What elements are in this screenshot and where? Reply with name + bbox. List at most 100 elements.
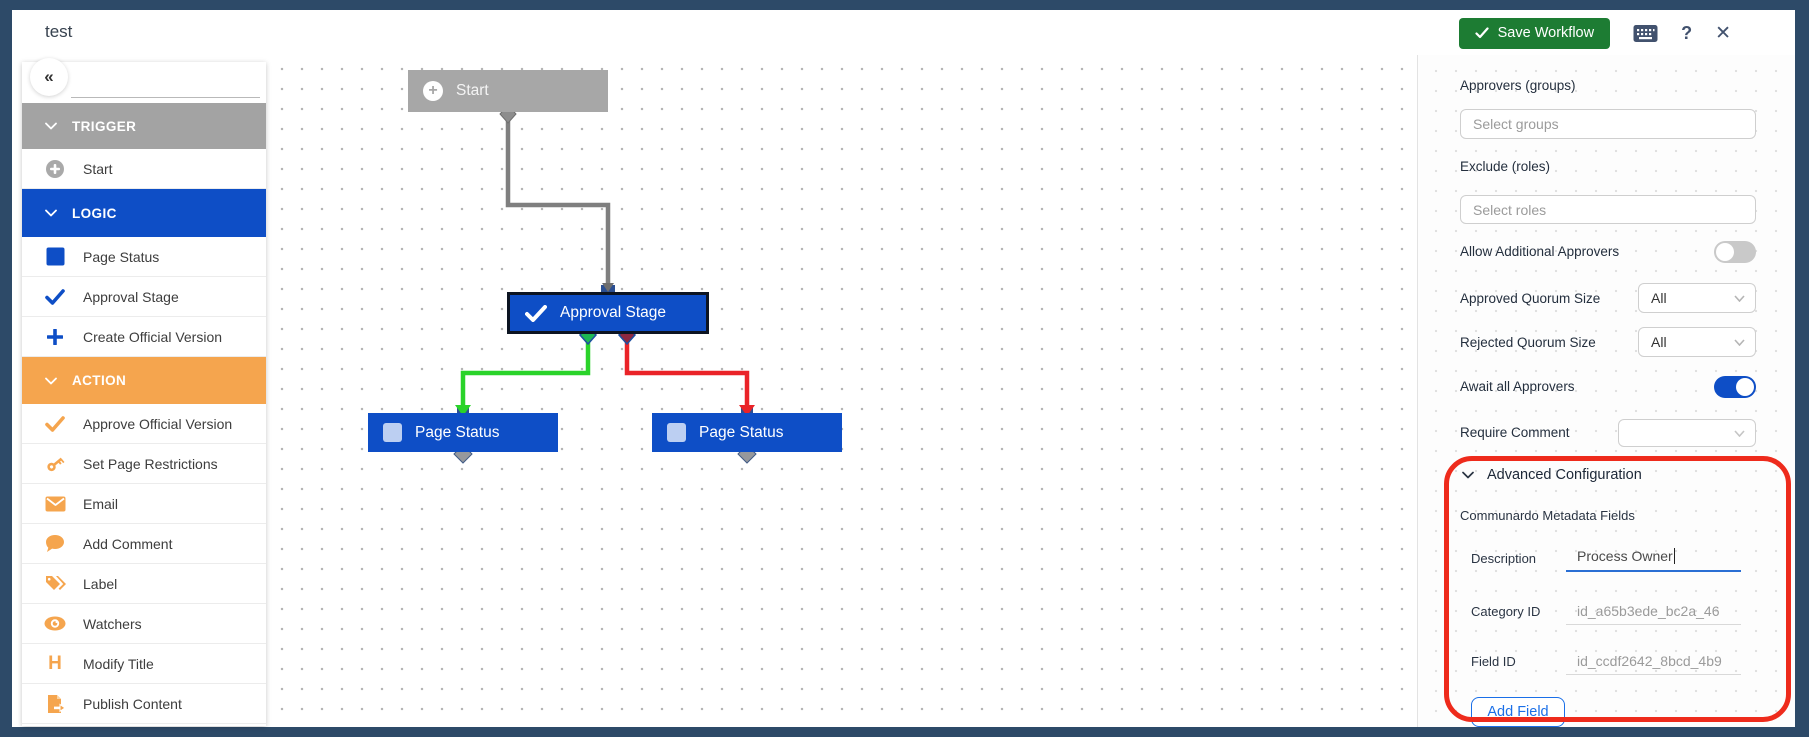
canvas-node-approval-stage[interactable]: Approval Stage xyxy=(507,292,709,334)
help-button[interactable]: ? xyxy=(1681,23,1692,44)
sidebar-search-input[interactable] xyxy=(71,97,260,98)
chevron-down-icon xyxy=(1734,429,1745,437)
metadata-fields-subtitle: Communardo Metadata Fields xyxy=(1460,508,1635,523)
section-header-action[interactable]: ACTION xyxy=(22,357,266,404)
plus-circle-icon: + xyxy=(423,81,443,101)
workflow-title: test xyxy=(45,22,73,41)
node-label: Page Status xyxy=(415,423,500,441)
approved-quorum-size-label: Approved Quorum Size xyxy=(1460,291,1601,306)
category-id-label: Category ID xyxy=(1471,604,1541,619)
exclude-roles-label: Exclude (roles) xyxy=(1460,159,1551,174)
chevron-down-icon xyxy=(1734,294,1745,302)
sidebar-item-watchers[interactable]: Watchers xyxy=(22,604,266,644)
close-button[interactable]: ✕ xyxy=(1715,22,1731,45)
sidebar-item-approve-official-version[interactable]: Approve Official Version xyxy=(22,404,266,444)
sidebar-item-label: Page Status xyxy=(83,248,160,265)
chevron-down-icon xyxy=(1462,471,1474,479)
advanced-configuration-header[interactable]: Advanced Configuration xyxy=(1462,467,1642,483)
node-label: Start xyxy=(456,82,489,99)
header-controls: Save Workflow ? ✕ xyxy=(1458,17,1731,49)
sidebar-item-label: Modify Title xyxy=(83,655,154,672)
section-header-trigger[interactable]: TRIGGER xyxy=(22,103,266,149)
require-comment-select[interactable] xyxy=(1618,419,1756,447)
toggle-knob xyxy=(1716,243,1734,261)
select-value: All xyxy=(1651,334,1667,350)
advanced-configuration-title: Advanced Configuration xyxy=(1487,467,1642,483)
eye-icon xyxy=(44,613,66,635)
tags-icon xyxy=(44,573,66,595)
sidebar-item-start[interactable]: Start xyxy=(22,149,266,189)
text-caret xyxy=(1673,548,1676,564)
sidebar-item-create-official-version[interactable]: Create Official Version xyxy=(22,317,266,357)
plus-circle-icon xyxy=(44,158,66,180)
plus-icon xyxy=(44,326,66,348)
approvers-groups-input[interactable] xyxy=(1460,109,1756,139)
description-input[interactable]: Process Owner xyxy=(1566,542,1741,572)
sidebar-item-label: Label xyxy=(83,575,118,592)
publish-icon xyxy=(44,693,66,715)
save-workflow-button[interactable]: Save Workflow xyxy=(1458,17,1611,49)
square-icon xyxy=(44,246,66,268)
chevron-down-icon xyxy=(45,209,57,217)
field-id-input[interactable]: id_ccdf2642_8bcd_4b9 xyxy=(1566,647,1741,675)
collapse-sidebar-button[interactable]: « xyxy=(30,58,68,96)
section-header-logic[interactable]: LOGIC xyxy=(22,189,266,237)
allow-additional-approvers-toggle[interactable] xyxy=(1714,241,1756,263)
config-panel: Approvers (groups) Exclude (roles) Allow… xyxy=(1417,55,1795,727)
canvas-node-page-status-right[interactable]: Page Status xyxy=(652,413,842,452)
annotation-highlight xyxy=(1444,456,1791,722)
sidebar-item-email[interactable]: Email xyxy=(22,484,266,524)
sidebar-item-label: Start xyxy=(83,160,113,177)
keyboard-shortcuts-button[interactable] xyxy=(1633,24,1658,43)
node-label: Page Status xyxy=(699,423,784,441)
sidebar-item-approval-stage[interactable]: Approval Stage xyxy=(22,277,266,317)
check-icon xyxy=(44,286,66,308)
sidebar-item-label[interactable]: Label xyxy=(22,564,266,604)
add-field-button[interactable]: Add Field xyxy=(1471,697,1565,727)
sidebar-item-label: Create Official Version xyxy=(83,328,223,345)
sidebar-item-label: Set Page Restrictions xyxy=(83,455,218,472)
check-icon xyxy=(525,304,547,322)
exclude-roles-input[interactable] xyxy=(1460,195,1756,224)
canvas-node-page-status-left[interactable]: Page Status xyxy=(368,413,558,452)
help-icon: ? xyxy=(1681,22,1693,43)
canvas-node-start[interactable]: + Start xyxy=(408,70,608,112)
sidebar-item-label: Approval Stage xyxy=(83,288,179,305)
check-icon xyxy=(1475,27,1489,39)
sidebar-item-label: Email xyxy=(83,495,119,512)
sidebar-item-set-page-restrictions[interactable]: Set Page Restrictions xyxy=(22,444,266,484)
category-id-input[interactable]: id_a65b3ede_bc2a_46 xyxy=(1566,597,1741,625)
check-icon xyxy=(44,413,66,435)
await-all-approvers-label: Await all Approvers xyxy=(1460,379,1575,394)
field-id-value: id_ccdf2642_8bcd_4b9 xyxy=(1577,652,1722,669)
chevron-down-icon xyxy=(45,377,57,385)
sidebar-item-add-comment[interactable]: Add Comment xyxy=(22,524,266,564)
chevron-down-icon xyxy=(1734,338,1745,346)
sidebar-item-publish-content[interactable]: Publish Content xyxy=(22,684,266,724)
approvers-groups-label: Approvers (groups) xyxy=(1460,78,1576,93)
sidebar-item-page-status[interactable]: Page Status xyxy=(22,237,266,277)
keyboard-icon xyxy=(1633,24,1658,43)
field-id-label: Field ID xyxy=(1471,654,1516,669)
approved-quorum-size-select[interactable]: All xyxy=(1638,283,1756,313)
workflow-editor-modal: test Save Workflow ? ✕ « xyxy=(12,10,1795,727)
section-label: LOGIC xyxy=(72,205,117,221)
comment-icon xyxy=(44,533,66,555)
section-label: TRIGGER xyxy=(72,118,137,134)
save-workflow-label: Save Workflow xyxy=(1497,25,1595,41)
key-icon xyxy=(44,453,66,475)
select-value: All xyxy=(1651,290,1667,306)
sidebar-item-modify-title[interactable]: H Modify Title xyxy=(22,644,266,684)
sidebar-item-label: Add Comment xyxy=(83,535,173,552)
category-id-value: id_a65b3ede_bc2a_46 xyxy=(1577,602,1720,619)
workflow-canvas[interactable]: + Start Approval Stage Page Status Page … xyxy=(266,55,1417,727)
node-palette-sidebar: « TRIGGER Start LOGIC Page Status Approv… xyxy=(22,58,266,726)
section-label: ACTION xyxy=(72,373,127,388)
rejected-quorum-size-select[interactable]: All xyxy=(1638,327,1756,357)
require-comment-label: Require Comment xyxy=(1460,425,1570,440)
node-label: Approval Stage xyxy=(560,304,666,321)
description-label: Description xyxy=(1471,551,1537,566)
await-all-approvers-toggle[interactable] xyxy=(1714,376,1756,398)
allow-additional-approvers-label: Allow Additional Approvers xyxy=(1460,244,1620,259)
sidebar-item-label: Publish Content xyxy=(83,695,182,712)
